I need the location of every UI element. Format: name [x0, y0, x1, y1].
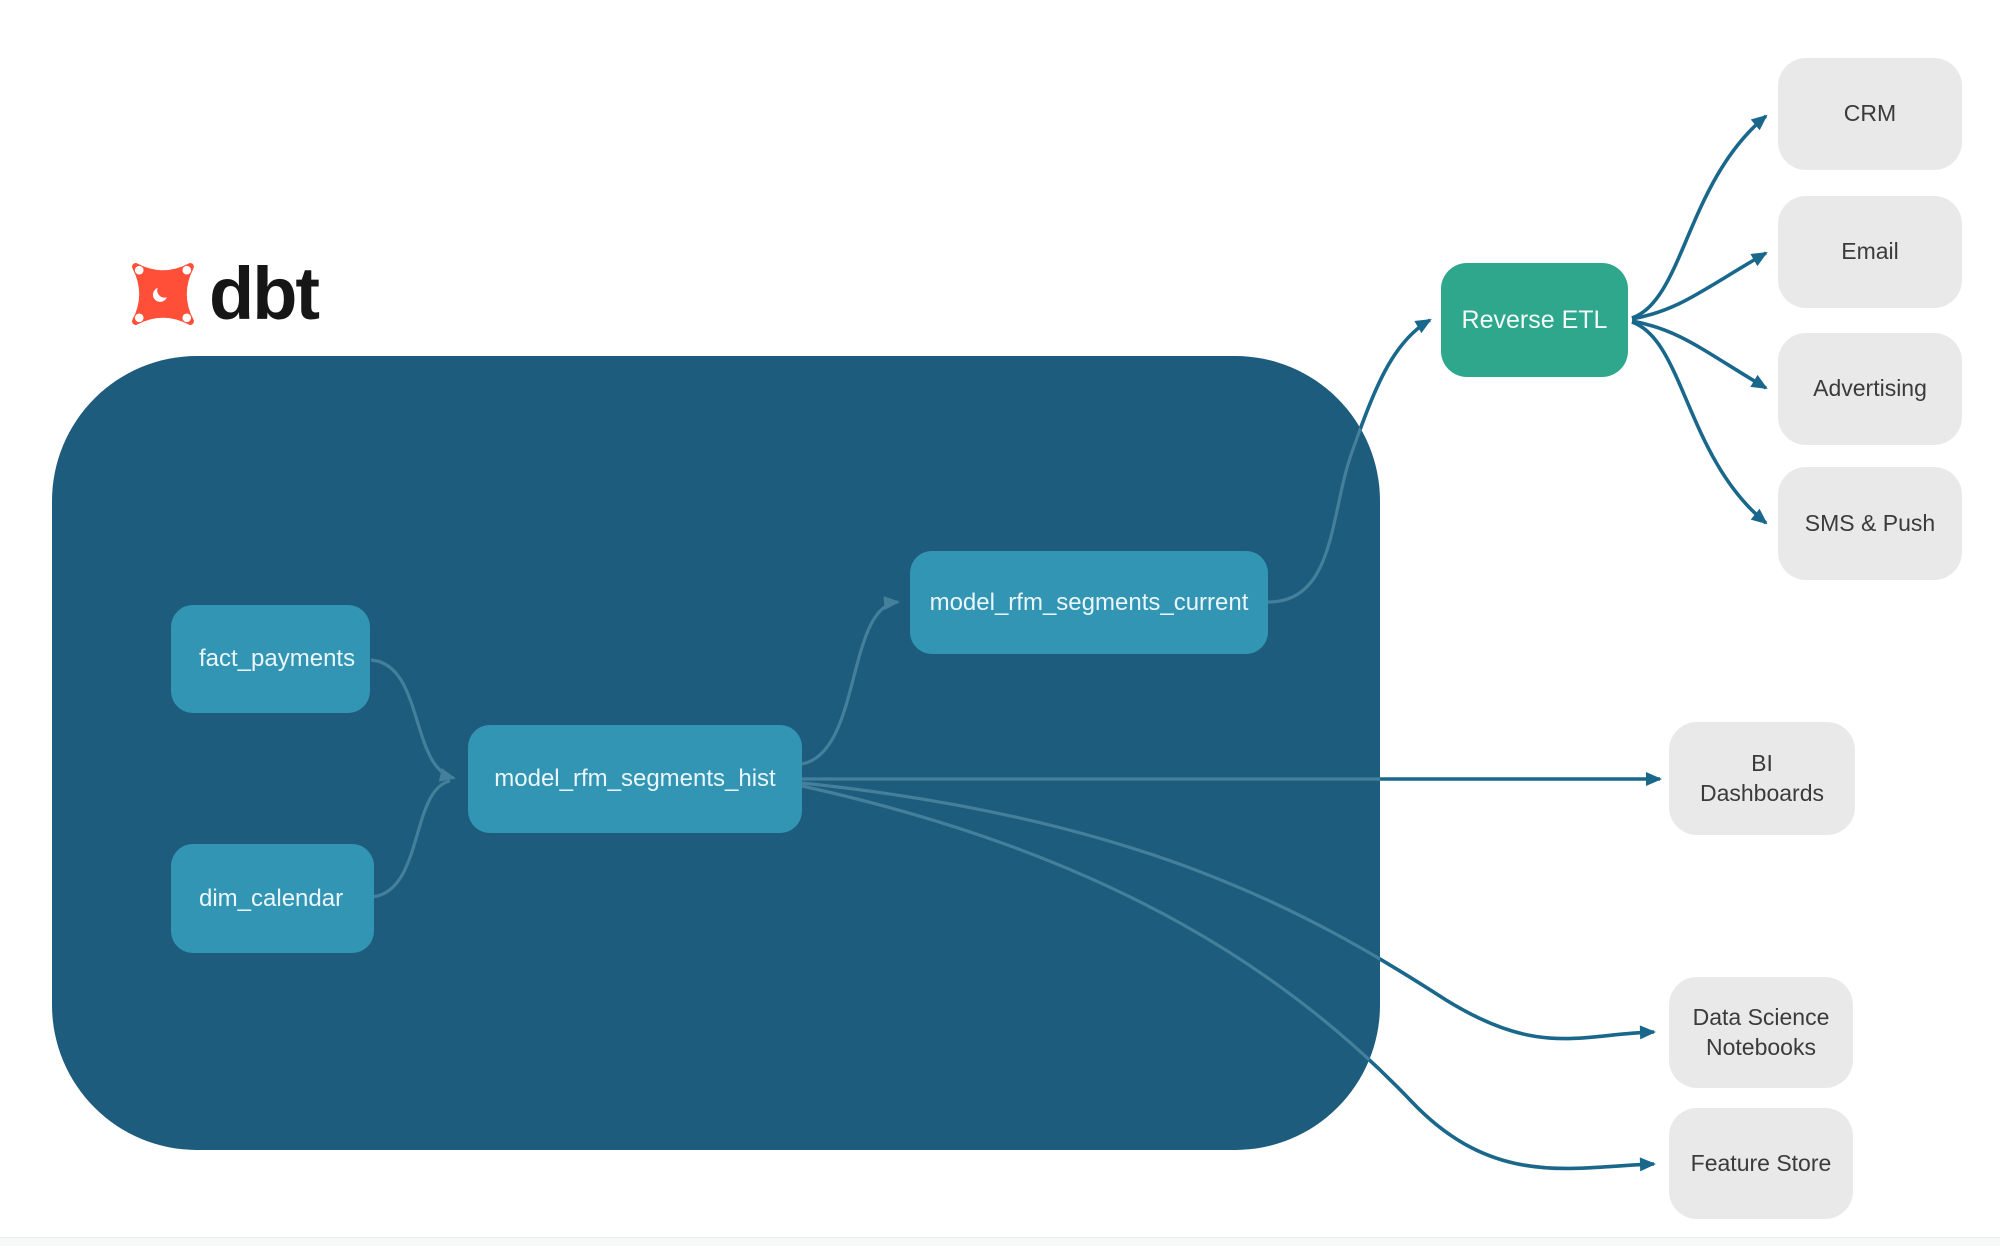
dbt-star-icon	[132, 263, 194, 325]
edge-hist-to-data-science-inside	[801, 781, 1380, 1041]
bottom-strip	[0, 1237, 2000, 1246]
node-data-science-notebooks: Data Science Notebooks	[1669, 977, 1853, 1088]
dbt-logo: dbt	[127, 252, 320, 335]
node-label: Reverse ETL	[1461, 305, 1608, 334]
node-bi-dashboards: BI Dashboards	[1669, 722, 1855, 835]
edge-reverse-etl-to-crm	[1631, 114, 1768, 320]
node-reverse-etl: Reverse ETL	[1441, 263, 1628, 377]
edge-dim-calendar-to-hist	[370, 779, 451, 899]
node-label: Advertising	[1813, 375, 1927, 402]
node-label: model_rfm_segments_hist	[494, 765, 776, 793]
node-model-rfm-segments-hist: model_rfm_segments_hist	[468, 725, 802, 833]
edge-hist-to-feature-store-inside	[801, 784, 1380, 1150]
edge-reverse-etl-to-advertising	[1631, 319, 1768, 390]
node-advertising: Advertising	[1778, 333, 1962, 445]
node-label: dim_calendar	[199, 884, 344, 912]
node-feature-store: Feature Store	[1669, 1108, 1853, 1219]
node-label: model_rfm_segments_current	[929, 588, 1249, 616]
node-model-rfm-segments-current: model_rfm_segments_current	[910, 551, 1268, 654]
node-fact-payments: fact_payments	[171, 605, 370, 713]
edge-current-to-reverse-etl-inside	[1267, 356, 1380, 604]
node-dim-calendar: dim_calendar	[171, 844, 374, 953]
node-sms-push: SMS & Push	[1778, 467, 1962, 580]
edge-hist-to-current	[801, 596, 900, 766]
node-label: Data Science Notebooks	[1692, 1003, 1830, 1060]
node-email: Email	[1778, 196, 1962, 308]
node-label: BI Dashboards	[1699, 749, 1825, 806]
node-crm: CRM	[1778, 58, 1962, 170]
edge-fact-payments-to-hist	[370, 658, 456, 782]
node-label: Email	[1841, 238, 1899, 265]
dbt-wordmark: dbt	[209, 252, 320, 335]
node-label: Feature Store	[1690, 1149, 1832, 1176]
node-label: CRM	[1843, 100, 1897, 127]
edge-reverse-etl-to-email	[1631, 251, 1768, 321]
edge-reverse-etl-to-sms-push	[1631, 320, 1768, 525]
edge-group-inside	[370, 356, 1380, 1150]
node-label: SMS & Push	[1804, 509, 1936, 536]
node-label: fact_payments	[199, 645, 356, 673]
